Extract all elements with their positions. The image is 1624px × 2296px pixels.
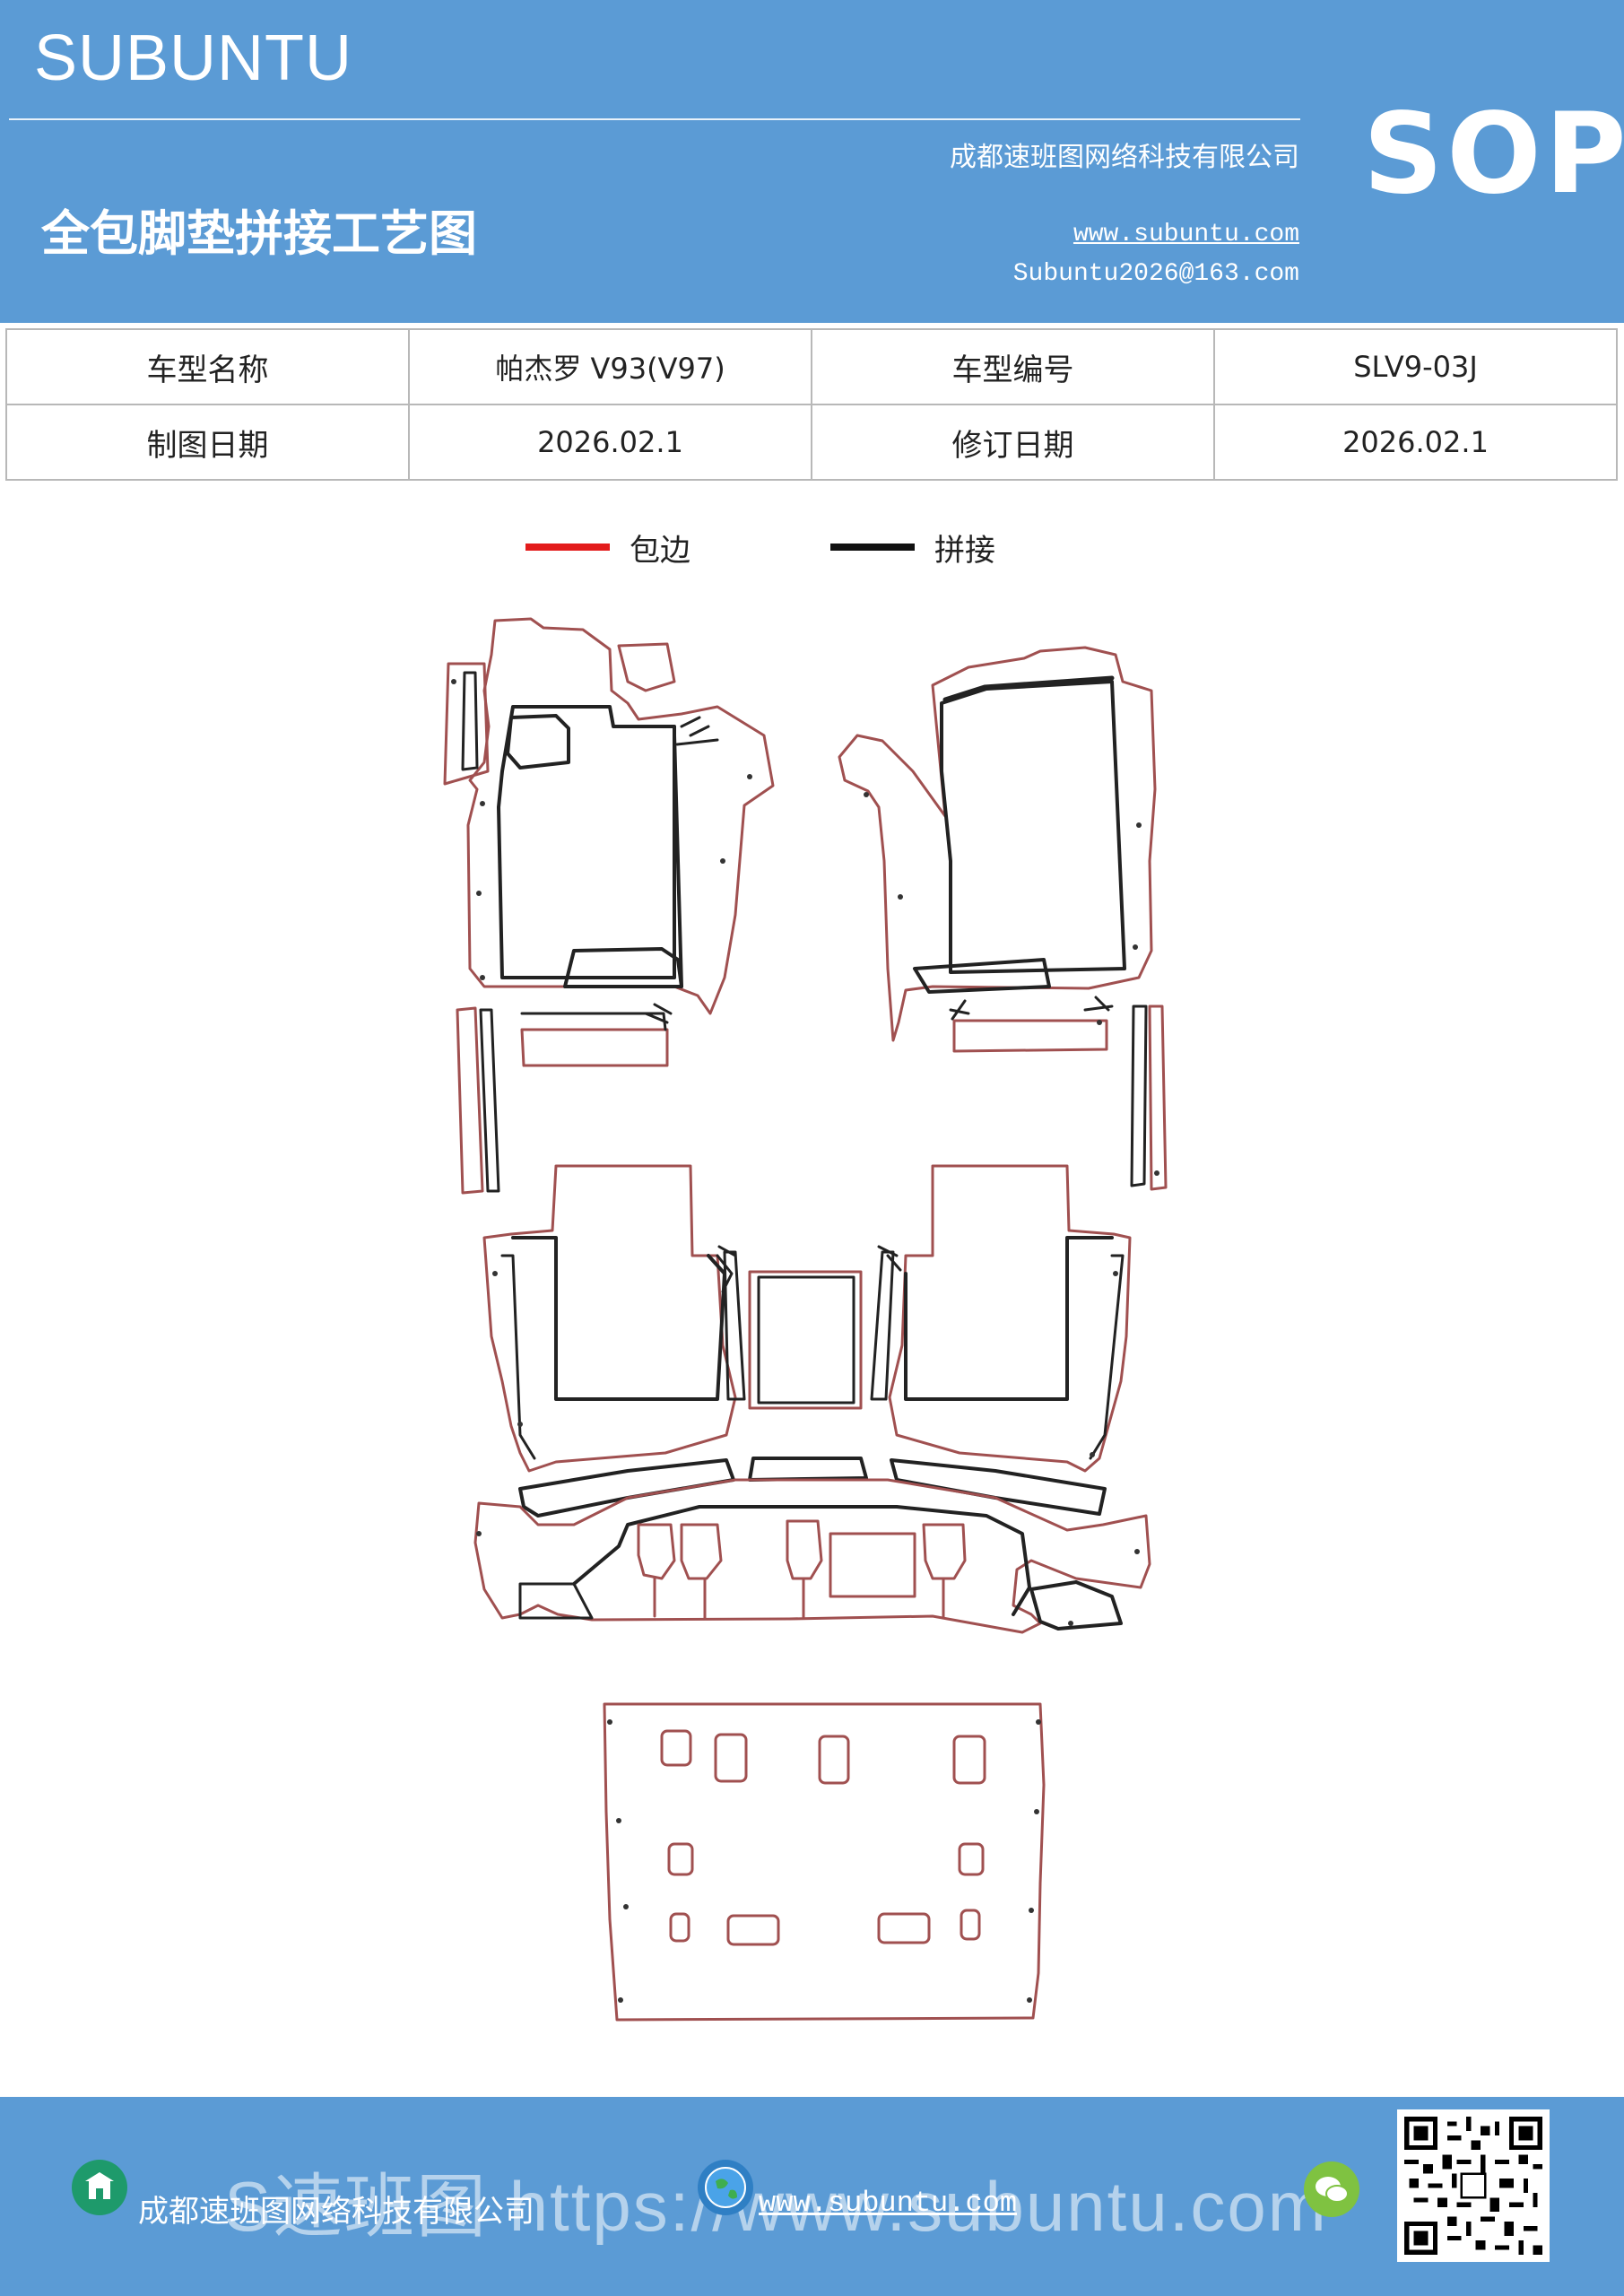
document-title: 全包脚垫拼接工艺图 xyxy=(41,204,477,262)
vehicle-info-table: 车型名称 帕杰罗 V93(V97) 车型编号 SLV9-03J 制图日期 202… xyxy=(5,328,1618,481)
legend-label: 包边 xyxy=(630,532,690,569)
rear-center-mat xyxy=(723,1245,902,1410)
footer-watermark: S速班图 https://www.subuntu.com xyxy=(224,2167,1328,2246)
rear-left-mat xyxy=(482,1164,737,1473)
legend-label: 拼接 xyxy=(934,532,995,569)
floor-mat-diagram xyxy=(0,592,1624,2045)
company-name: 成都速班图网络科技有限公司 xyxy=(950,142,1299,173)
legend-item-splice: 拼接 xyxy=(830,529,995,569)
front-right-side-strips xyxy=(1130,1004,1168,1191)
qr-code xyxy=(1397,2109,1550,2262)
brand-logo: SUBUNTU xyxy=(34,22,353,94)
drawing-date-label: 制图日期 xyxy=(5,404,410,481)
footer-company-name: 成都速班图网络科技有限公司 xyxy=(138,2194,534,2230)
revision-date-label: 修订日期 xyxy=(811,404,1215,481)
legend-swatch-black xyxy=(830,544,915,551)
drawing-date-value: 2026.02.1 xyxy=(408,404,812,481)
cargo-mat xyxy=(603,1702,1046,2022)
legend-item-binding: 包边 xyxy=(525,529,690,569)
front-left-mat xyxy=(443,617,775,1015)
footer-website-link[interactable]: www.subuntu.com xyxy=(759,2187,1018,2220)
model-name-value: 帕杰罗 V93(V97) xyxy=(408,328,812,405)
sop-badge: SOP xyxy=(1363,90,1624,219)
globe-icon xyxy=(698,2160,753,2215)
revision-date-value: 2026.02.1 xyxy=(1213,404,1618,481)
building-icon xyxy=(72,2160,127,2215)
footer-banner: S速班图 https://www.subuntu.com 成都速班图网络科技有限… xyxy=(0,2097,1624,2296)
front-left-side-strips xyxy=(456,1003,673,1195)
front-right-mat xyxy=(838,646,1157,1053)
rear-right-mat xyxy=(888,1164,1132,1473)
table-row: 车型名称 帕杰罗 V93(V97) 车型编号 SLV9-03J xyxy=(5,328,1618,405)
model-name-label: 车型名称 xyxy=(5,328,410,405)
header-banner: SUBUNTU 成都速班图网络科技有限公司 全包脚垫拼接工艺图 www.subu… xyxy=(0,0,1624,323)
fastener-dots xyxy=(451,679,1159,2003)
header-divider xyxy=(9,118,1300,120)
table-row: 制图日期 2026.02.1 修订日期 2026.02.1 xyxy=(5,404,1618,481)
legend-swatch-red xyxy=(525,544,610,551)
third-row-mat xyxy=(473,1478,1151,1634)
model-code-value: SLV9-03J xyxy=(1213,328,1618,405)
website-link[interactable]: www.subuntu.com xyxy=(1073,221,1299,248)
model-code-label: 车型编号 xyxy=(811,328,1215,405)
wechat-icon xyxy=(1304,2161,1359,2217)
contact-email[interactable]: Subuntu2026@163.com xyxy=(1012,260,1299,288)
